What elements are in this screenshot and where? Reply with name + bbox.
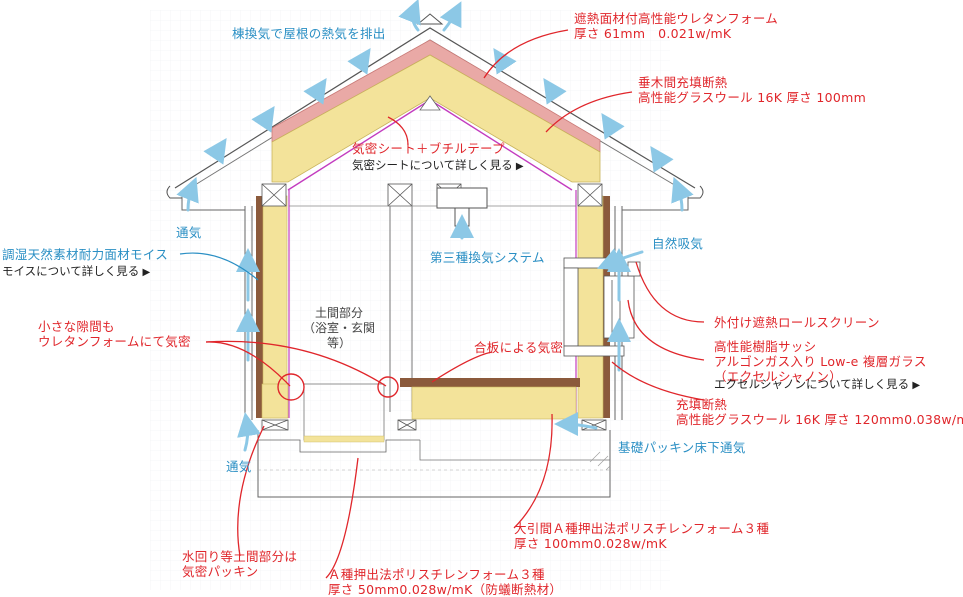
label-wall-insulation: 充填断熱: [676, 397, 728, 412]
label-sash-glass: アルゴンガス入り Low-e 複層ガラス: [714, 354, 927, 369]
label-roof-insulation-spec: 厚さ 61mm 0.021w/mK: [574, 26, 732, 41]
gap-circle-right: [377, 376, 399, 398]
airflow-arrows: [176, 0, 694, 452]
floor-plywood: [400, 378, 580, 387]
callout-lines-red: [205, 29, 705, 579]
label-plywood-airtight: 合板による気密: [474, 340, 564, 355]
label-roof-ventilation: 棟換気で屋根の熱気を排出: [232, 26, 386, 41]
label-wet-area: 水回り等土間部分は: [182, 549, 298, 564]
label-slab-insulation: Ａ種押出法ポリスチレンフォーム３種: [328, 567, 545, 582]
label-moiss: 調湿天然素材耐力面材モイス: [2, 247, 169, 262]
label-ventilation-left: 通気: [176, 225, 202, 240]
label-roll-screen: 外付け遮熱ロールスクリーン: [714, 315, 880, 330]
floor-foundation: [257, 378, 611, 498]
label-sash: 高性能樹脂サッシ: [714, 339, 817, 354]
label-floor-insulation-spec: 厚さ 100mm0.028w/mK: [514, 536, 667, 551]
label-foundation-vent: 基礎パッキン床下通気: [618, 440, 746, 455]
link-airtight-sheet[interactable]: 気密シートについて詳しく見る: [352, 157, 524, 173]
label-floor-insulation: 大引間Ａ種押出法ポリスチレンフォーム３種: [514, 521, 770, 536]
callout-lines-blue: [179, 252, 259, 281]
right-wall-insulation: [577, 195, 604, 419]
label-small-gaps-detail: ウレタンフォームにて気密: [38, 334, 191, 349]
label-airtight-sheet: 気密シート＋ブチルテープ: [352, 141, 505, 156]
label-slab-insulation-spec: 厚さ 50mm0.028w/mK（防蟻断熱材）: [328, 582, 563, 597]
label-wall-insulation-spec: 高性能グラスウール 16K 厚さ 120mm0.038w/mK: [676, 412, 963, 427]
label-small-gaps: 小さな隙間も: [38, 319, 115, 334]
rafter-insulation-layer: [271, 54, 601, 183]
label-ventilation-bottom: 通気: [226, 459, 252, 474]
label-wet-area-detail: 気密パッキン: [182, 564, 259, 579]
walls: [181, 183, 689, 420]
label-doma-area: 土間部分 （浴室・玄関等）: [302, 306, 375, 350]
label-roof-insulation: 遮熱面材付高性能ウレタンフォーム: [574, 11, 779, 26]
roof: [166, 13, 704, 199]
label-rafter-insulation-spec: 高性能グラスウール 16K 厚さ 100mm: [638, 90, 867, 105]
link-moiss[interactable]: モイスについて詳しく見る: [2, 263, 150, 279]
link-sash[interactable]: エクセルシャノンについて詳しく見る: [714, 376, 920, 392]
label-natural-intake: 自然吸気: [652, 236, 704, 251]
floor-insulation: [411, 386, 577, 420]
left-wall-sheathing: [256, 196, 263, 418]
ventilation-unit: [436, 187, 488, 209]
left-wall-insulation: [262, 195, 288, 419]
label-rafter-insulation: 垂木間充填断熱: [638, 75, 728, 90]
gap-circle-left: [277, 373, 305, 401]
label-ventilation-system: 第三種換気システム: [430, 250, 545, 265]
